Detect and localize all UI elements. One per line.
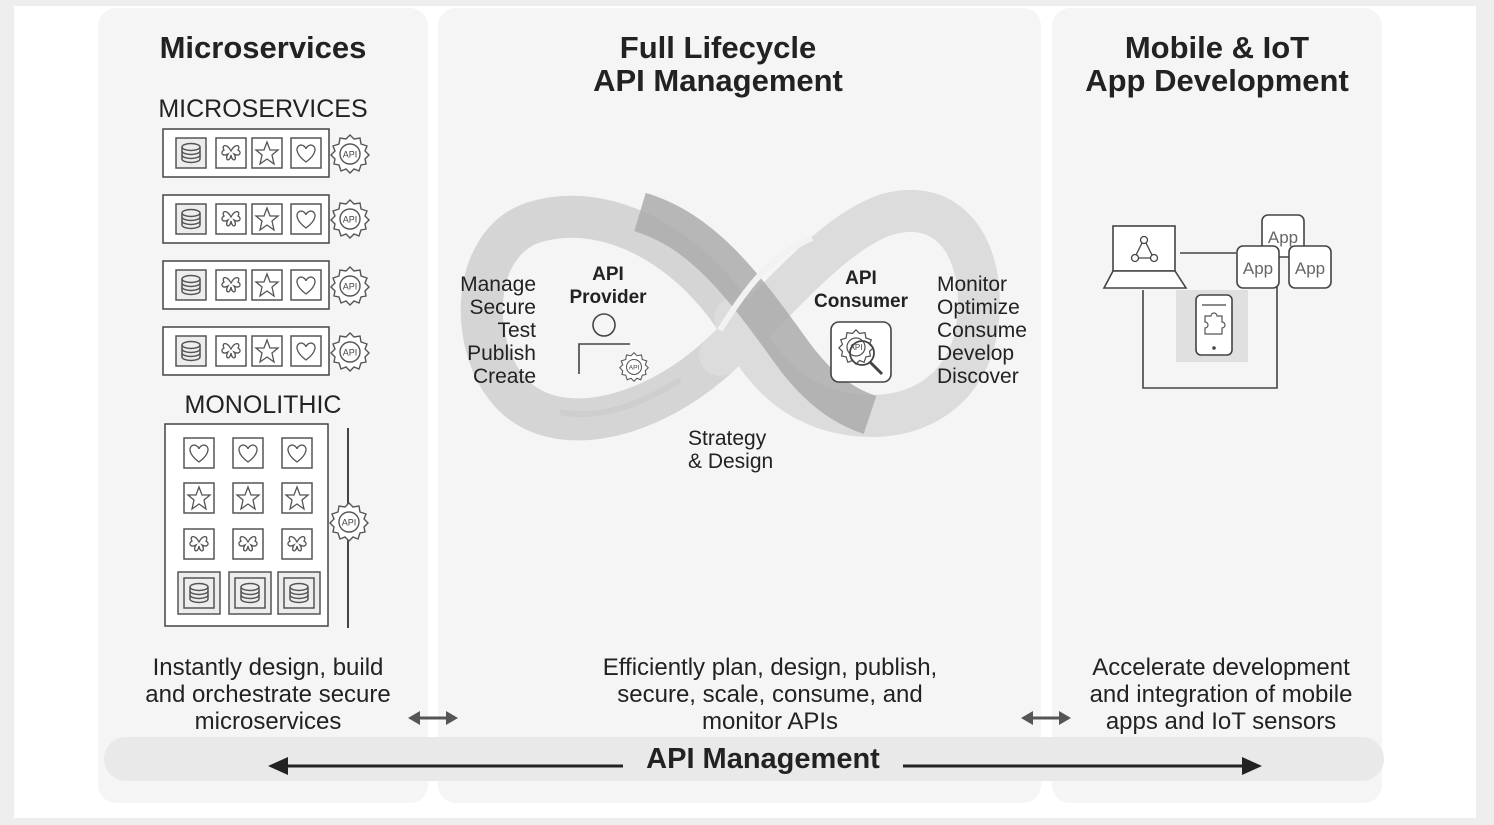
mobile-title: Mobile & IoT App Development xyxy=(1085,30,1349,98)
strategy-design-label: Strategy & Design xyxy=(688,427,774,473)
monolithic-subhead: MONOLITHIC xyxy=(184,391,342,419)
microservices-subhead: MICROSERVICES xyxy=(158,95,368,123)
api-management-arrow xyxy=(268,757,1262,775)
app-badge-label: App xyxy=(1243,259,1273,278)
microservices-description: Instantly design, build and orchestrate … xyxy=(145,654,391,735)
app-badge-label: App xyxy=(1268,228,1298,247)
api-provider-label: API Provider xyxy=(569,264,647,308)
mobile-iot-graphic: App App App xyxy=(1102,214,1332,389)
microservices-title: Microservices xyxy=(159,30,367,65)
api-management-label: API Management xyxy=(646,743,880,775)
link-arrow-left xyxy=(408,711,458,725)
mobile-panel xyxy=(1052,8,1382,803)
api-consumer-label: API Consumer xyxy=(814,268,908,312)
link-arrow-right xyxy=(1021,711,1071,725)
consumer-steps: Monitor Optimize Consume Develop Discove… xyxy=(937,273,1027,388)
mobile-description: Accelerate development and integration o… xyxy=(1089,654,1353,735)
provider-steps: Manage Secure Test Publish Create xyxy=(460,273,536,388)
microservice-row xyxy=(163,327,370,375)
microservice-row xyxy=(163,261,370,309)
microservice-row xyxy=(163,195,370,243)
consumer-search-icon xyxy=(830,321,892,383)
api-management-band xyxy=(104,737,1384,781)
lifecycle-description: Efficiently plan, design, publish, secur… xyxy=(602,654,938,735)
microservice-row xyxy=(163,129,370,177)
lifecycle-title: Full Lifecycle API Management xyxy=(593,30,843,98)
provider-person-icon xyxy=(578,313,649,382)
monolithic-block xyxy=(164,423,369,628)
infinity-loop xyxy=(460,189,1000,441)
app-badge-label: App xyxy=(1295,259,1325,278)
